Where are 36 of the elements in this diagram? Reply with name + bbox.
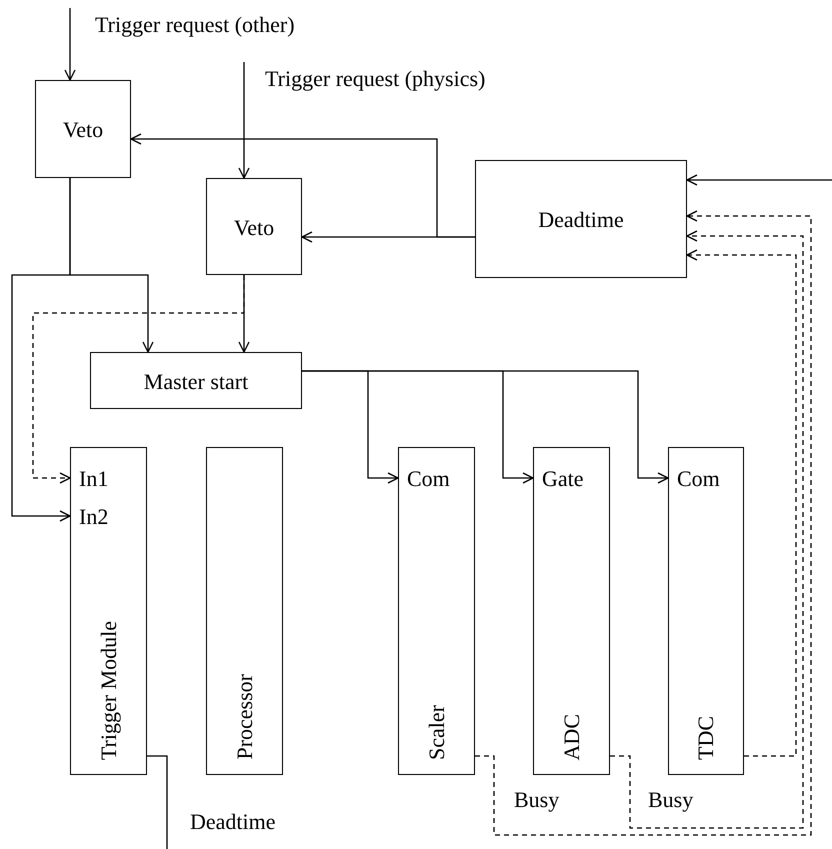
port-label: In1 [79, 468, 108, 490]
port-label: Gate [542, 468, 584, 490]
port-label: In2 [79, 506, 108, 528]
arrow [11, 178, 71, 522]
module-box [70, 447, 147, 775]
block-label: Veto [62, 119, 104, 141]
block-box [90, 352, 302, 409]
signal-label: Trigger request (physics) [236, 62, 576, 96]
module-name: Processor [234, 674, 256, 760]
module-name: Scaler [426, 705, 448, 760]
block-label: Veto [232, 216, 276, 238]
arrow [301, 231, 475, 243]
dashed-arrow [32, 275, 245, 484]
module-name: ADC [560, 714, 582, 760]
block-label: Deadtime [537, 209, 625, 231]
dashed-arrow [686, 249, 797, 757]
arrow [302, 370, 669, 484]
module-box [206, 447, 283, 775]
dashed-arrow [610, 230, 804, 829]
block-box [475, 160, 687, 278]
block-box [35, 80, 131, 178]
dashed-arrow [475, 210, 812, 836]
signal-line [147, 755, 168, 849]
arrow [686, 174, 832, 186]
signal-label: Trigger request (other) [62, 8, 352, 42]
module-name: Trigger Module [98, 620, 120, 760]
module-box [398, 447, 475, 775]
module-box [668, 447, 744, 775]
module-box [533, 447, 610, 775]
port-label: Com [677, 468, 720, 490]
arrow [238, 62, 250, 179]
module-name: TDC [695, 716, 717, 760]
block-box [206, 178, 302, 275]
port-label: Com [407, 468, 450, 490]
arrow [64, 8, 76, 81]
block-label: Master start [142, 370, 250, 392]
